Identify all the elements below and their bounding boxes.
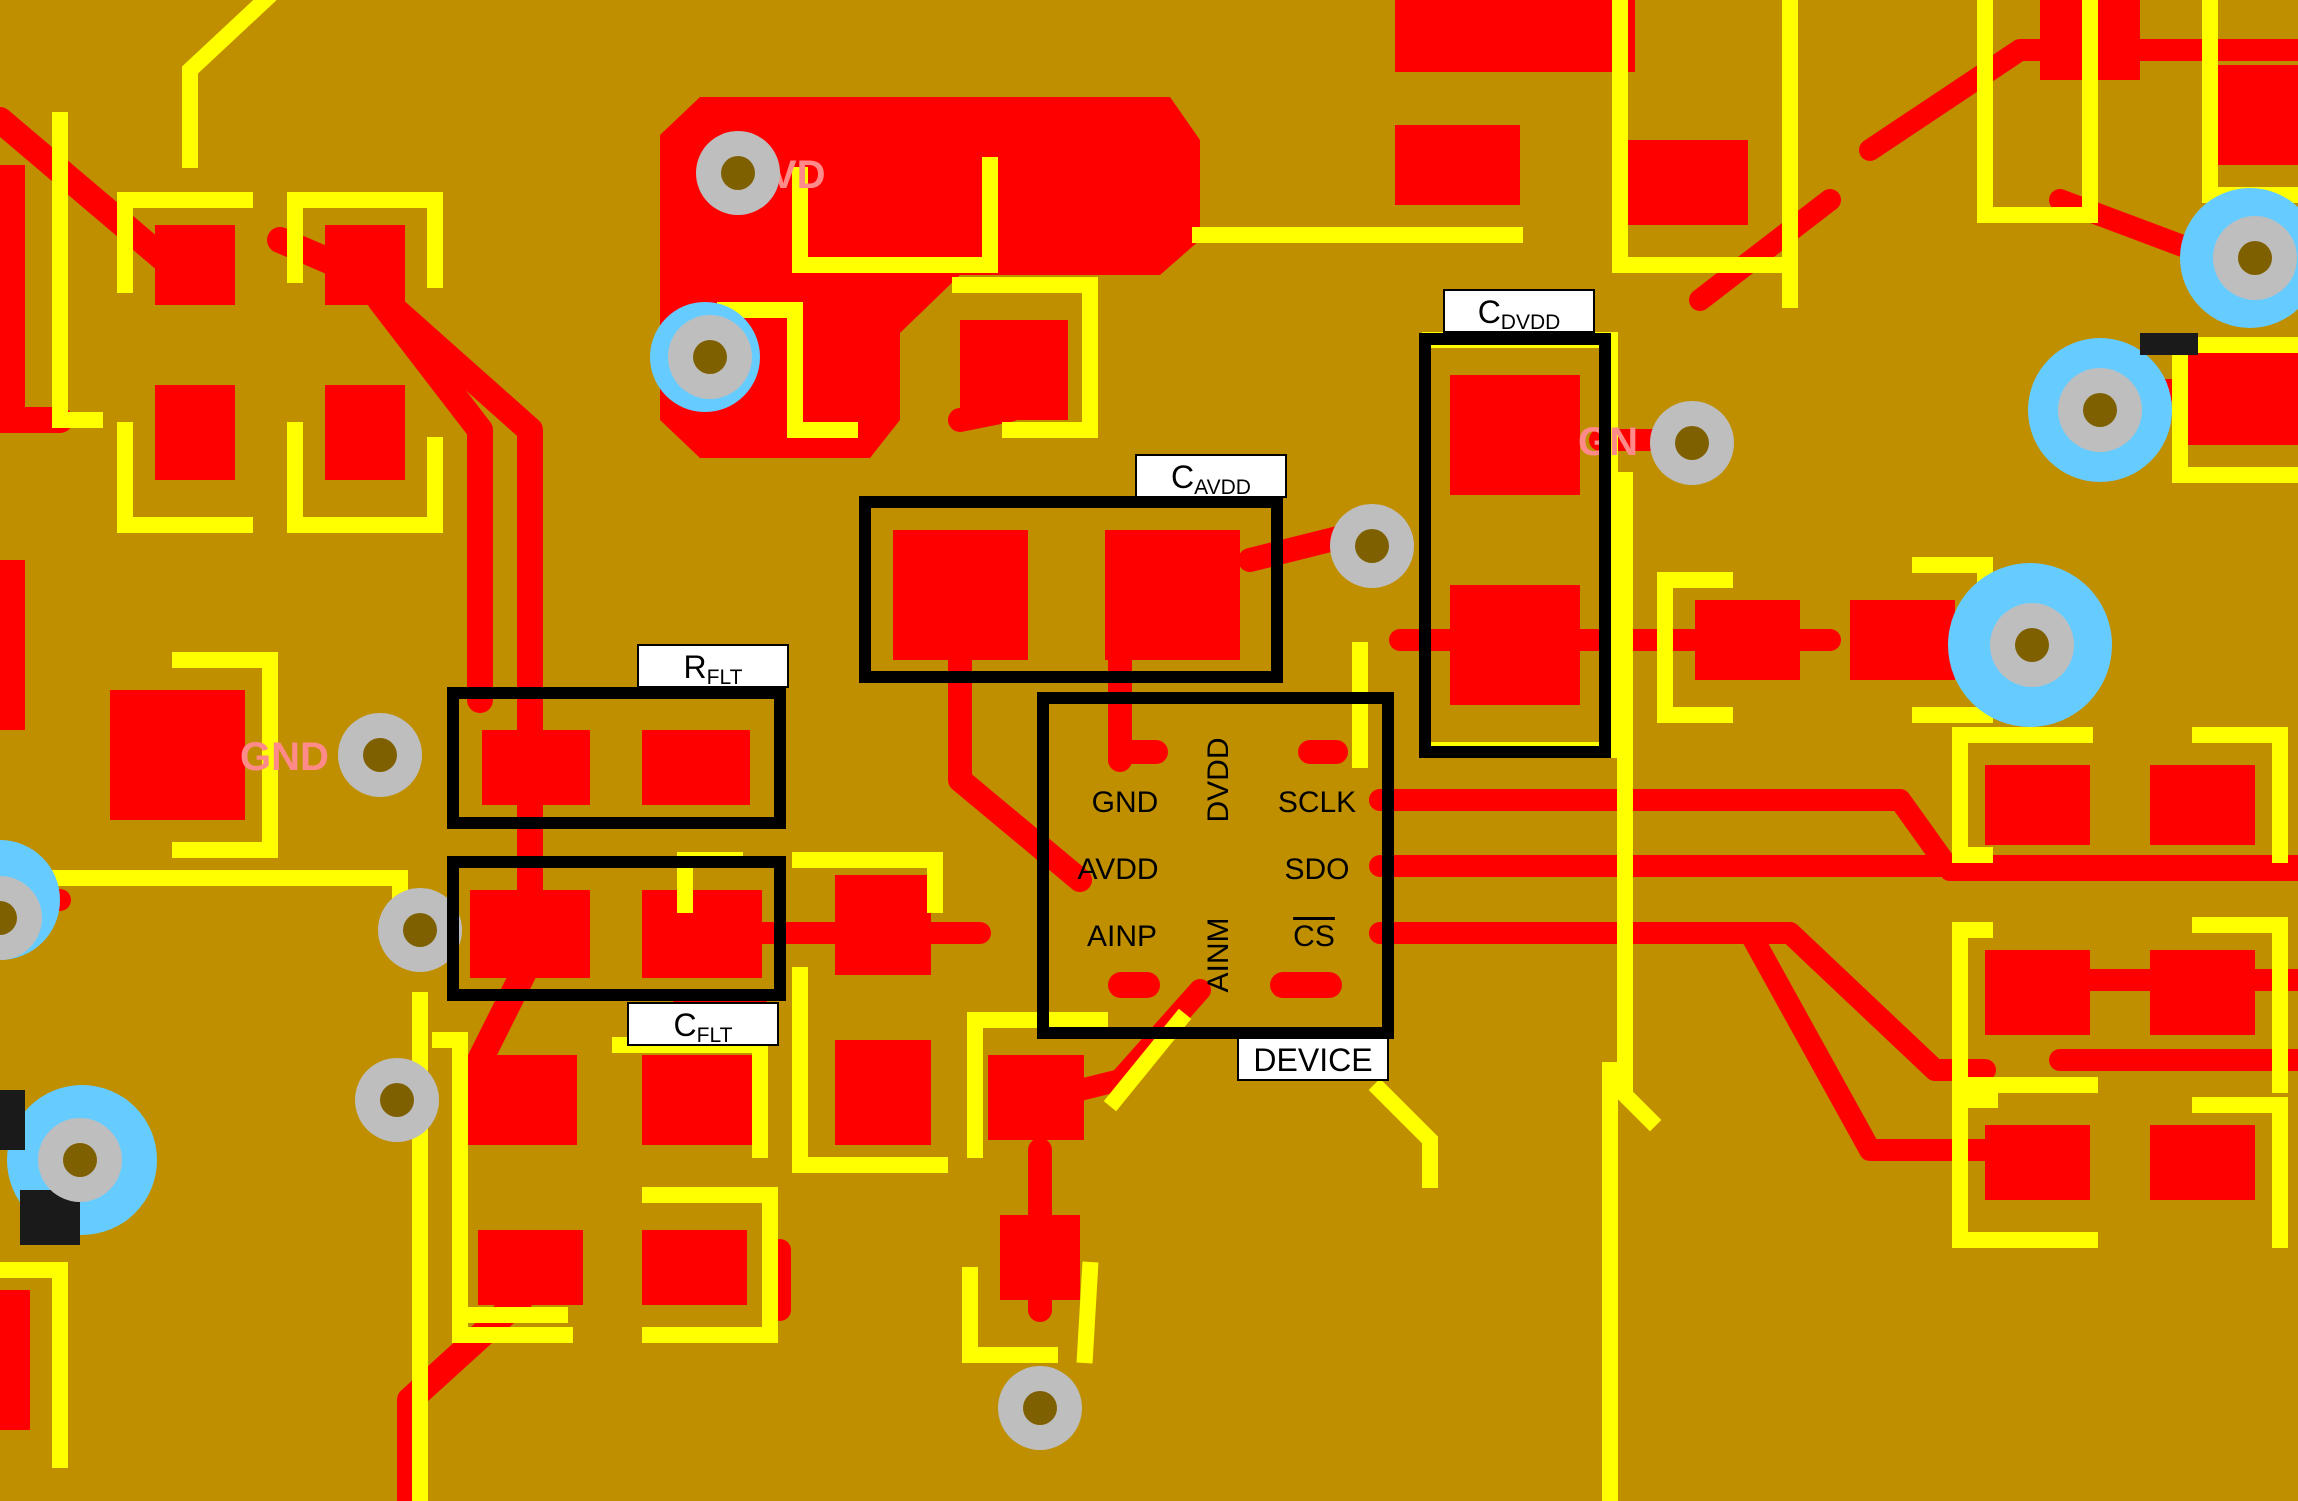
via [2058,368,2142,452]
c-avdd-outline [859,496,1283,683]
device-pin-labels: GND AVDD AINP SCLK SDO CS DVDD AINM [1077,737,1356,992]
svg-text:CFLT: CFLT [674,1007,733,1047]
via [355,1058,439,1142]
svg-text:CDVDD: CDVDD [1478,294,1561,334]
pin-sdo: SDO [1284,853,1349,886]
via [378,888,462,972]
r-flt-outline [447,687,786,829]
c-dvdd-label: CDVDD [1443,289,1595,334]
c-avdd-label-main: C [1171,459,1194,495]
pin-ainm: AINM [1202,918,1235,993]
svg-text:CAVDD: CAVDD [1171,459,1251,499]
pin-ainp: AINP [1087,920,1157,953]
c-flt-outline [447,856,786,1001]
copper-pads [110,225,2255,1305]
component-outlines [447,333,1611,1039]
c-dvdd-outline [1419,333,1611,758]
r-flt-label: RFLT [637,644,789,689]
device-label-text: DEVICE [1253,1042,1372,1078]
via [1990,603,2074,687]
via [38,1118,122,1202]
device-label: DEVICE [1237,1037,1389,1081]
via [1650,401,1734,485]
via [0,876,42,960]
pin-sclk: SCLK [1278,786,1356,819]
via [1330,504,1414,588]
r-flt-label-main: R [684,649,707,685]
c-flt-label-sub: FLT [697,1024,733,1047]
c-flt-label: CFLT [627,1002,779,1047]
r-flt-label-sub: FLT [707,666,743,689]
svg-text:RFLT: RFLT [684,649,743,689]
hatched-areas [0,333,2198,1245]
vias [0,131,2297,1450]
pin-cs: CS [1293,920,1335,953]
pin-dvdd: DVDD [1202,737,1235,822]
via [696,131,780,215]
via [668,315,752,399]
via [998,1366,1082,1450]
pin-gnd: GND [1092,786,1159,819]
via [2213,216,2297,300]
c-avdd-label-sub: AVDD [1194,476,1251,499]
device-outline [1037,692,1394,1039]
silk-gnd-left: GND [240,735,329,779]
c-dvdd-label-main: C [1478,294,1501,330]
c-flt-label-main: C [674,1007,697,1043]
c-dvdd-label-sub: DVDD [1501,311,1561,334]
via [338,713,422,797]
c-avdd-label: CAVDD [1135,454,1287,499]
pin-avdd: AVDD [1077,853,1158,886]
